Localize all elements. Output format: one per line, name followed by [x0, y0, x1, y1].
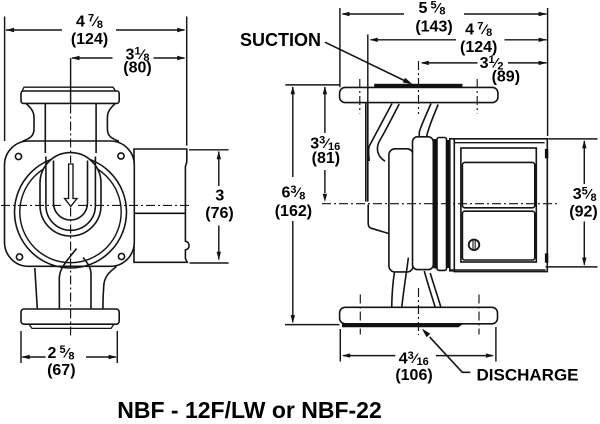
svg-text:63⁄8: 63⁄8: [281, 184, 305, 202]
svg-text:(80): (80): [123, 60, 151, 77]
svg-text:(81): (81): [312, 150, 340, 167]
svg-text:5 5⁄8: 5 5⁄8: [418, 0, 445, 18]
svg-text:(106): (106): [395, 367, 432, 384]
svg-text:DISCHARGE: DISCHARGE: [477, 366, 579, 385]
svg-text:33⁄16: 33⁄16: [310, 135, 340, 153]
svg-text:NBF - 12F/LW or NBF-22: NBF - 12F/LW or NBF-22: [117, 397, 382, 423]
svg-text:(124): (124): [71, 31, 108, 48]
svg-text:(124): (124): [460, 39, 497, 56]
svg-text:(143): (143): [415, 18, 452, 35]
svg-text:4 7⁄8: 4 7⁄8: [76, 13, 103, 31]
svg-text:3: 3: [215, 188, 224, 205]
svg-text:43⁄16: 43⁄16: [399, 350, 429, 368]
svg-text:SUCTION: SUCTION: [240, 30, 321, 50]
svg-text:35⁄8: 35⁄8: [573, 185, 597, 203]
svg-text:4 7⁄8: 4 7⁄8: [465, 21, 492, 39]
svg-text:(89): (89): [492, 69, 520, 86]
svg-text:(76): (76): [205, 205, 233, 222]
svg-text:2 5⁄8: 2 5⁄8: [47, 344, 74, 362]
svg-text:(92): (92): [569, 203, 597, 220]
svg-text:(67): (67): [47, 362, 75, 379]
svg-text:(162): (162): [275, 203, 312, 220]
